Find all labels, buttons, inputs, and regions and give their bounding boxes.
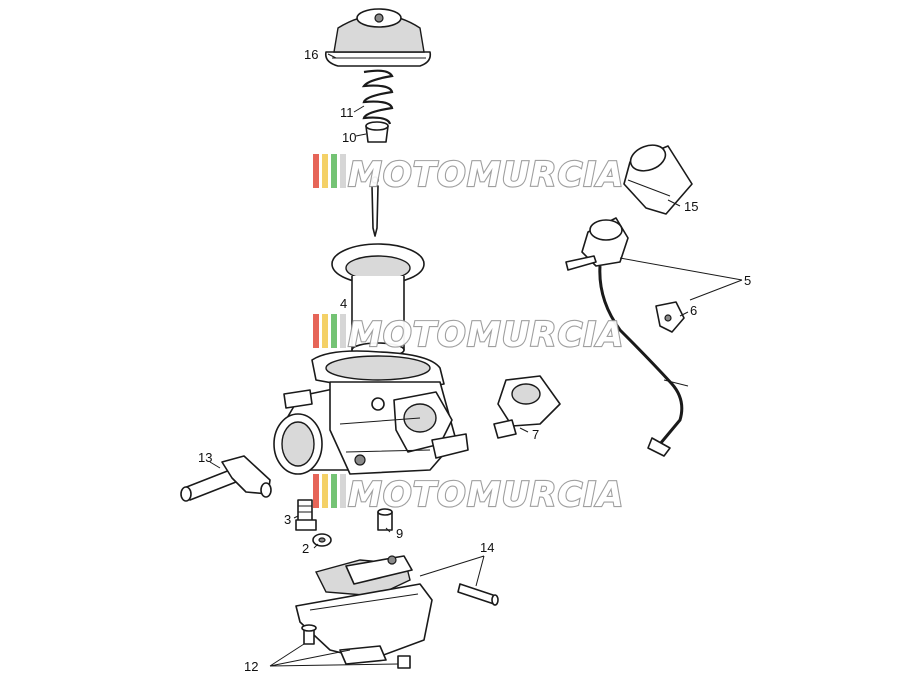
label-4: 4	[340, 296, 347, 311]
label-6: 6	[690, 303, 697, 318]
label-11: 11	[340, 105, 354, 120]
watermark-stripe	[313, 474, 319, 508]
label-16: 16	[304, 47, 318, 62]
watermark-stripe	[331, 474, 337, 508]
vacuum-slide	[331, 243, 425, 358]
diaphragm-cover	[324, 8, 432, 67]
watermark-stripe	[313, 314, 319, 348]
watermark-stripe	[322, 474, 328, 508]
watermark-stripe	[322, 314, 328, 348]
watermark-stripe	[331, 314, 337, 348]
watermark-stripe	[313, 154, 319, 188]
float-bowl	[295, 555, 433, 665]
spring	[361, 69, 394, 125]
hose-fitting	[180, 455, 272, 502]
label-15: 15	[684, 199, 698, 214]
auto-choke	[565, 217, 689, 457]
watermark-text: MOTOMURCIA	[348, 315, 624, 355]
choke-clip	[655, 301, 685, 333]
label-3: 3	[284, 512, 291, 527]
watermark-stripe	[322, 154, 328, 188]
label-2: 2	[302, 541, 309, 556]
carburetor-body	[273, 350, 469, 475]
part-labels: 16 11 10 15 5 6 4 7 13 3 2 9 14 12	[198, 47, 751, 674]
leader-lines	[209, 53, 743, 667]
cable-guide	[493, 375, 561, 439]
watermark-stripe	[340, 314, 346, 348]
watermark-text: MOTOMURCIA	[348, 475, 624, 515]
adjust-screw	[295, 499, 317, 531]
watermark-stripe	[331, 154, 337, 188]
label-10: 10	[342, 130, 356, 145]
washer	[312, 533, 332, 547]
bowl-screws	[301, 624, 411, 669]
watermark-top: MOTOMURCIA	[313, 154, 624, 196]
label-13: 13	[198, 450, 212, 465]
watermark-middle: MOTOMURCIA	[313, 314, 624, 356]
label-9: 9	[396, 526, 403, 541]
jet-needle	[371, 176, 379, 237]
label-5: 5	[744, 273, 751, 288]
label-7: 7	[532, 427, 539, 442]
float-pin	[457, 583, 499, 606]
watermark-bottom: MOTOMURCIA	[313, 474, 624, 516]
watermark-stripe	[340, 154, 346, 188]
needle-holder	[365, 121, 389, 143]
label-14: 14	[480, 540, 494, 555]
watermark-stripe	[340, 474, 346, 508]
label-12: 12	[244, 659, 258, 674]
main-jet	[377, 508, 393, 531]
choke-cap	[623, 144, 693, 215]
watermark-text: MOTOMURCIA	[348, 155, 624, 195]
